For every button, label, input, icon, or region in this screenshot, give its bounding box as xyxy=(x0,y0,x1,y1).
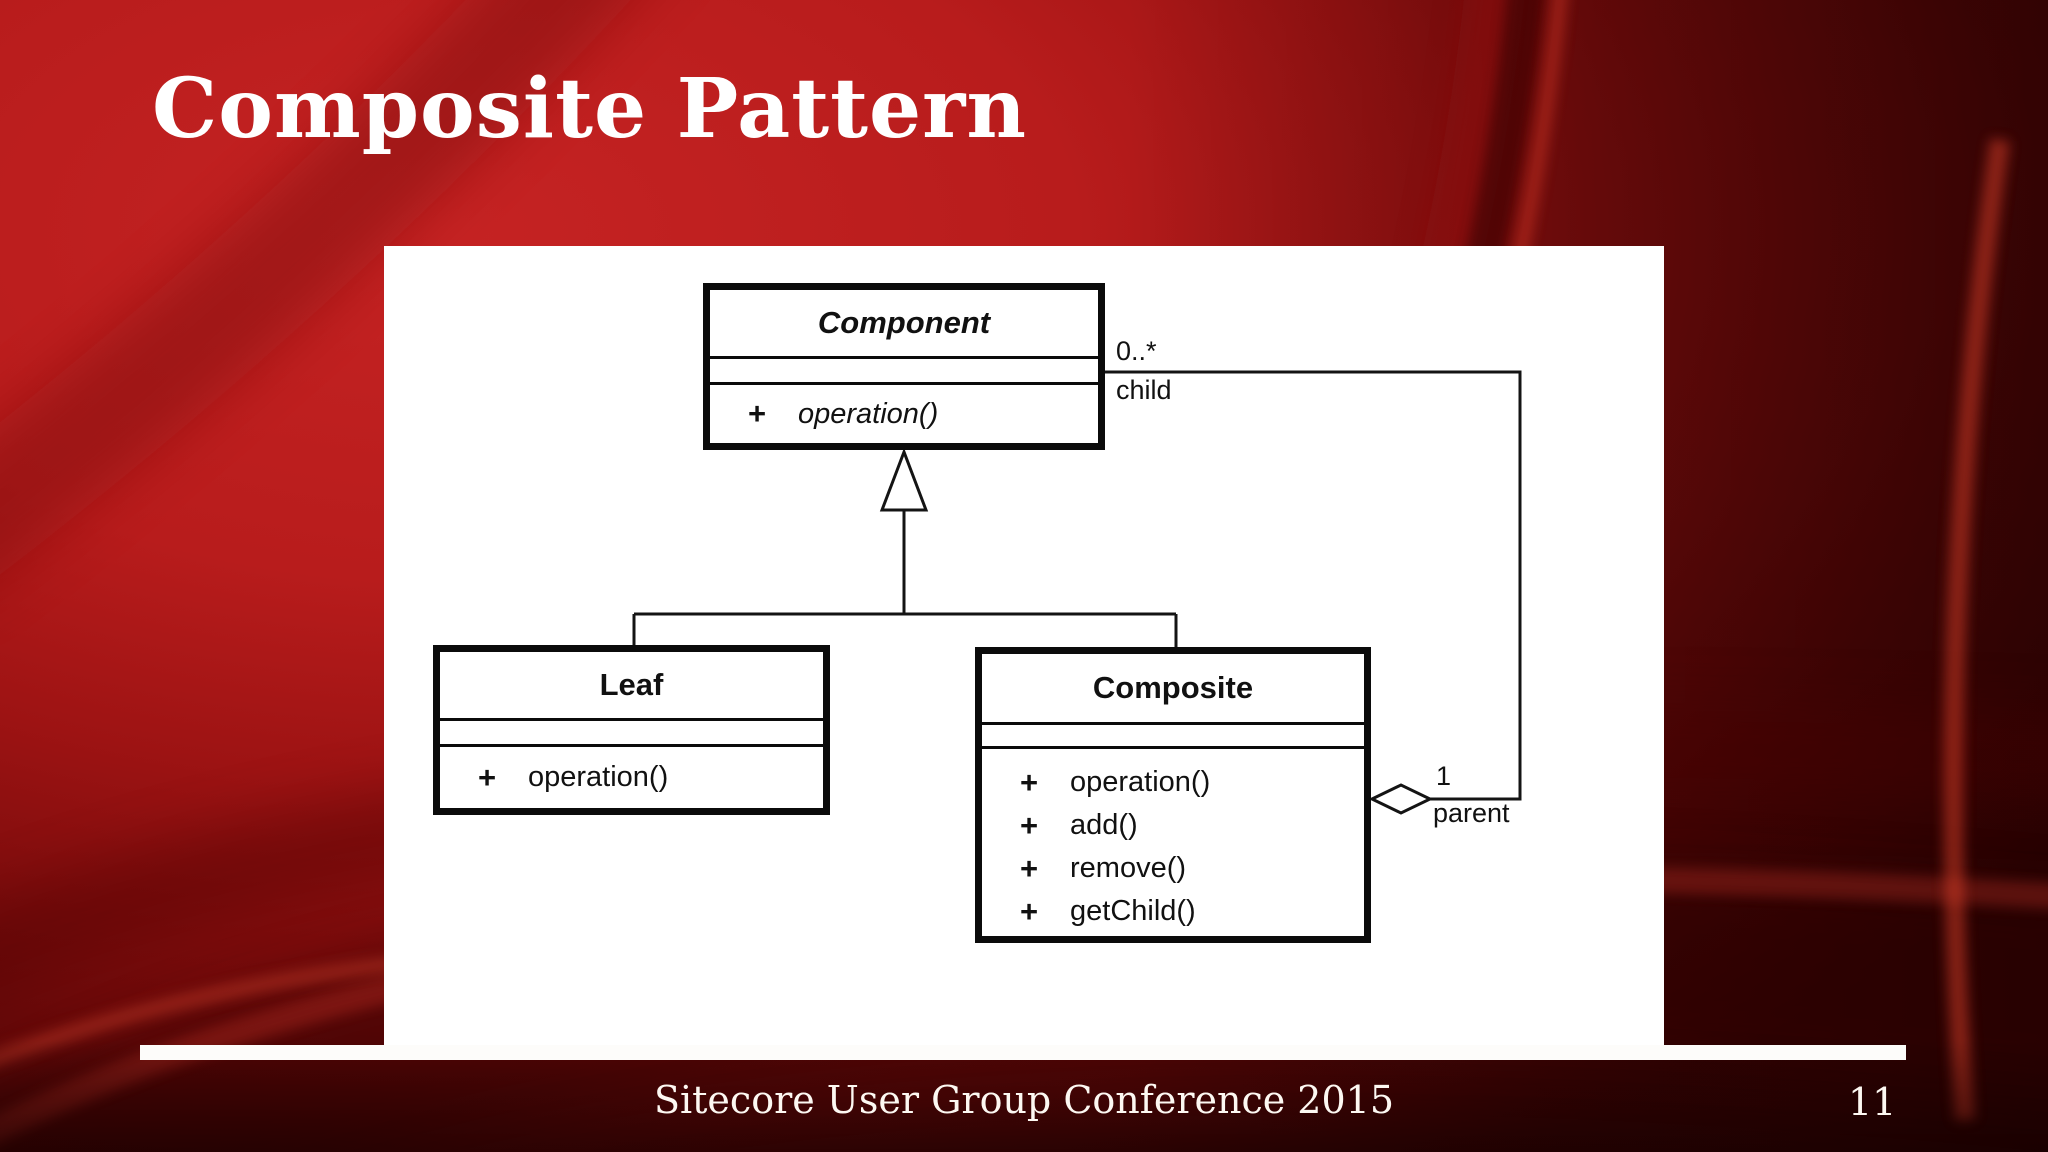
aggregation-diamond-icon xyxy=(1368,783,1434,815)
slide-title: Composite Pattern xyxy=(152,61,1027,157)
visibility-plus: + xyxy=(1020,850,1039,886)
inheritance-triangle-icon xyxy=(879,447,929,512)
visibility-plus: + xyxy=(478,759,497,795)
uml-class-composite: Composite + operation() + add() + remove… xyxy=(975,647,1371,943)
component-attributes-compartment xyxy=(710,359,1098,385)
footer-divider xyxy=(140,1045,1906,1060)
component-methods-compartment: + operation() xyxy=(710,385,1098,443)
uml-class-leaf: Leaf + operation() xyxy=(433,645,830,815)
multiplicity-child-label: 0..* xyxy=(1116,336,1157,366)
uml-method-row: + getChild() xyxy=(1020,890,1364,933)
leaf-attributes-compartment xyxy=(440,721,823,747)
multiplicity-parent-label: 1 xyxy=(1436,761,1452,791)
method-signature: operation() xyxy=(1070,766,1211,798)
method-signature: getChild() xyxy=(1070,895,1196,927)
method-signature: operation() xyxy=(798,397,939,430)
method-signature: remove() xyxy=(1070,852,1187,884)
method-signature: add() xyxy=(1070,809,1138,841)
uml-method-row: + remove() xyxy=(1020,847,1364,890)
visibility-plus: + xyxy=(748,396,767,431)
diagram-panel: Component + operation() Leaf + operation… xyxy=(384,246,1664,1052)
uml-method-row: + operation() xyxy=(748,393,1098,436)
inheritance-edges xyxy=(632,447,1178,649)
uml-method-row: + add() xyxy=(1020,804,1364,847)
uml-method-row: + operation() xyxy=(1020,761,1364,804)
visibility-plus: + xyxy=(1020,764,1039,800)
uml-class-component: Component + operation() xyxy=(703,283,1105,450)
uml-connectors xyxy=(632,370,1522,815)
footer-text: Sitecore User Group Conference 2015 xyxy=(653,1078,1395,1122)
visibility-plus: + xyxy=(1020,807,1039,843)
component-class-name: Component xyxy=(710,290,1098,359)
method-signature: operation() xyxy=(528,761,669,793)
composite-class-name: Composite xyxy=(982,654,1364,725)
role-child-label: child xyxy=(1116,375,1172,405)
aggregation-edge xyxy=(1099,370,1522,815)
composite-attributes-compartment xyxy=(982,725,1364,749)
swirl-diagonal-top-left xyxy=(0,0,631,575)
uml-method-row: + operation() xyxy=(478,756,823,799)
leaf-class-name: Leaf xyxy=(440,652,823,721)
role-parent-label: parent xyxy=(1433,798,1510,828)
composite-methods-compartment: + operation() + add() + remove() + getCh… xyxy=(982,749,1364,936)
leaf-methods-compartment: + operation() xyxy=(440,747,823,808)
visibility-plus: + xyxy=(1020,893,1039,929)
page-number: 11 xyxy=(1848,1080,1897,1124)
swirl-streak-right-edge xyxy=(1943,138,2010,1121)
